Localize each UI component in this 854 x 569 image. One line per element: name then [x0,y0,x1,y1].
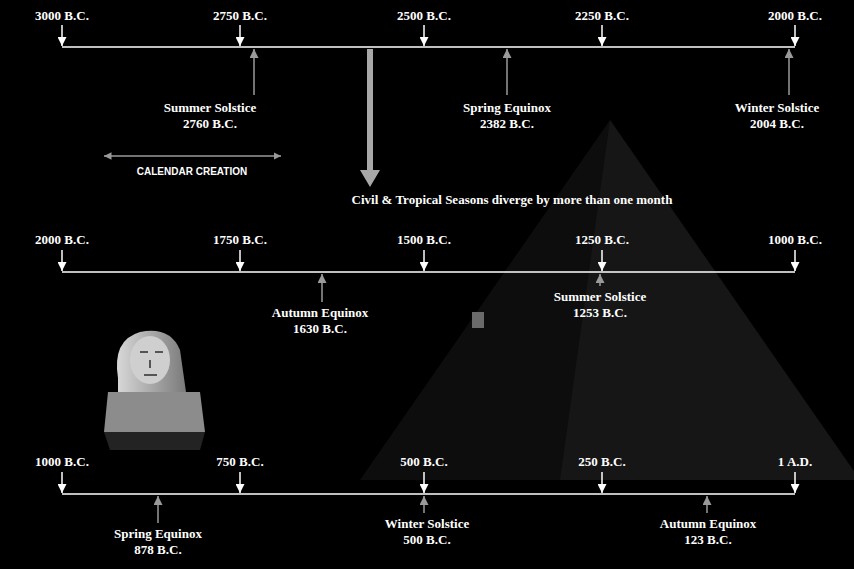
note-label: Civil & Tropical Seasons diverge by more… [351,192,673,208]
timeline-axis [62,46,795,48]
timeline-axis [62,493,795,495]
event-arrows [254,49,789,95]
date-label: 1750 B.C. [213,232,268,248]
date-label: 250 B.C. [578,454,627,470]
event-label: Autumn Equinox 1630 B.C. [272,305,369,337]
tick-arrows [62,472,795,493]
span-arrow [104,155,281,157]
date-label: 1250 B.C. [575,232,630,248]
date-label: 2000 B.C. [35,232,90,248]
date-label: 2500 B.C. [397,8,452,24]
date-label: 1500 B.C. [397,232,452,248]
date-label: 1000 B.C. [768,232,823,248]
timeline-axis [62,271,795,273]
date-label: 3000 B.C. [35,8,90,24]
date-label: 750 B.C. [216,454,265,470]
span-label: CALENDAR CREATION [136,166,248,178]
temple-light [472,312,484,328]
event-label: Winter Solstice 2004 B.C. [735,100,820,132]
date-label: 2250 B.C. [575,8,630,24]
tick-arrows [62,25,795,46]
big-down-arrow [360,49,380,187]
sphinx-figure [104,331,205,450]
pyramid-shadow [360,120,854,480]
event-label: Winter Solstice 500 B.C. [385,516,470,548]
event-label: Autumn Equinox 123 B.C. [660,516,757,548]
date-label: 1 A.D. [777,454,813,470]
date-label: 2750 B.C. [213,8,268,24]
tick-arrows [62,250,795,271]
event-label: Spring Equinox 2382 B.C. [463,100,551,132]
event-label: Spring Equinox 878 B.C. [114,526,202,558]
date-label: 500 B.C. [400,454,449,470]
event-label: Summer Solstice 1253 B.C. [554,289,647,321]
date-label: 2000 B.C. [768,8,823,24]
event-label: Summer Solstice 2760 B.C. [164,100,257,132]
date-label: 1000 B.C. [35,454,90,470]
